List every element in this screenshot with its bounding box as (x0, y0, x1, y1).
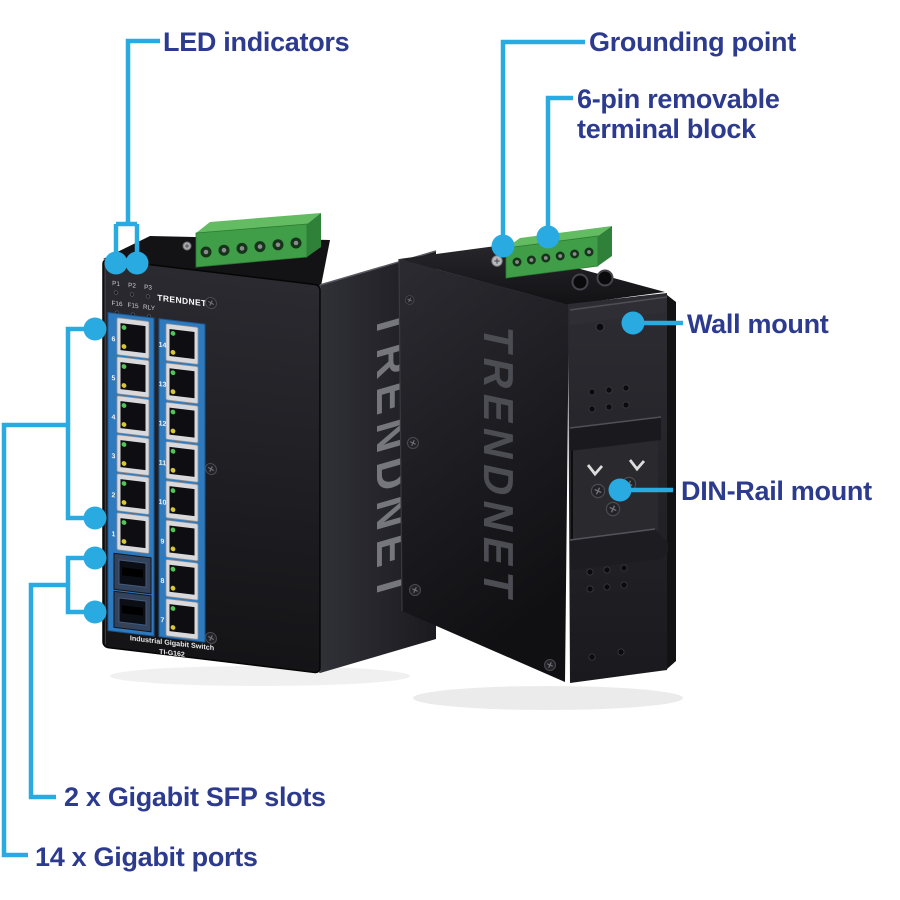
callout-line-terminal (545, 95, 573, 230)
port-number: 4 (112, 414, 116, 421)
din-spring-clip (586, 464, 604, 477)
rj45-port: 10 (159, 480, 199, 522)
port-number: 5 (112, 375, 116, 382)
led-label: P1 (112, 280, 120, 288)
label-led-indicators: LED indicators (163, 27, 350, 57)
callout-dot-din-rail (608, 478, 632, 502)
front-terminal-block (195, 213, 321, 268)
port-number: 12 (159, 420, 167, 428)
led-label: F15 (127, 302, 138, 310)
side-screw (404, 295, 415, 305)
wall-mount-hole (595, 322, 605, 332)
rj45-port: 1 (112, 512, 150, 554)
rj45-port: 14 (159, 323, 199, 365)
ports-column-left: 6 5 4 3 2 1 (112, 317, 150, 554)
wall-mount-flange (667, 295, 676, 669)
front-grounding-screw (182, 241, 192, 251)
label-gigabit-ports: 14 x Gigabit ports (35, 842, 258, 872)
rj45-port: 3 (112, 434, 150, 476)
rj45-port: 9 (161, 519, 199, 562)
led-label: RLY (143, 304, 156, 312)
shadow-rear (413, 686, 683, 710)
port-number: 2 (112, 492, 116, 499)
top-vent (596, 269, 614, 287)
callout-dot-sfp-2 (83, 600, 107, 624)
port-number: 8 (161, 578, 165, 585)
grounding-screw (491, 255, 503, 267)
label-grounding-point: Grounding point (589, 27, 796, 57)
label-terminal-block-line1: 6-pin removable (577, 84, 780, 114)
label-terminal-block: 6-pin removable terminal block (577, 84, 780, 144)
label-din-rail-mount: DIN-Rail mount (681, 476, 872, 506)
rj45-port: 2 (112, 473, 150, 515)
model-number: TI-G162 (159, 649, 185, 659)
rj45-port: 13 (159, 362, 199, 404)
callout-dot-terminal (536, 225, 560, 249)
callout-dot-wall-mount (621, 311, 645, 335)
led-label: P2 (128, 282, 136, 290)
back-plate-top-band (570, 295, 667, 325)
label-wall-mount: Wall mount (687, 309, 829, 339)
rear-switch: TRENDNET (398, 226, 676, 683)
port-number: 11 (159, 460, 166, 468)
rj45-port: 8 (161, 559, 199, 601)
shadow-front (110, 666, 410, 686)
rj45-port: 11 (159, 441, 199, 483)
callout-line-sfp (28, 555, 95, 800)
callout-line-grounding (500, 39, 585, 240)
ports-column-right: 14 13 12 11 10 9 8 7 (159, 323, 199, 640)
port-number: 9 (161, 538, 165, 545)
plate-screw (543, 658, 557, 672)
rj45-port: 12 (159, 401, 199, 444)
din-screw (605, 501, 621, 517)
callout-line-gigabit-ports (1, 326, 95, 858)
label-sfp-slots: 2 x Gigabit SFP slots (64, 782, 326, 812)
label-terminal-block-line2: terminal block (577, 114, 756, 144)
port-number: 7 (161, 617, 165, 624)
rear-switch-top-face (399, 246, 665, 305)
callout-dot-port-bottom (83, 506, 107, 530)
callout-dot-grounding (491, 234, 515, 258)
rj45-port: 5 (112, 356, 150, 398)
din-screw (590, 483, 606, 499)
rear-brand-text: TRENDNET (475, 322, 521, 609)
led-label: P3 (144, 284, 152, 292)
callout-dot-sfp-1 (83, 546, 107, 570)
rj45-port: 4 (112, 395, 150, 437)
port-number: 3 (112, 453, 116, 460)
sfp-slot-1 (113, 552, 152, 595)
din-spring-clip (628, 459, 646, 472)
port-number: 1 (112, 531, 116, 538)
port-number: 14 (159, 342, 167, 350)
top-vent (571, 273, 589, 291)
port-number: 13 (159, 381, 167, 389)
callout-lines (1, 38, 683, 858)
callout-dot-led (104, 251, 128, 275)
callout-dot-led (125, 251, 149, 275)
side-screw (406, 436, 420, 450)
rear-switch-left-face (399, 259, 569, 682)
callout-dot-port-top (83, 317, 107, 341)
rj45-port: 6 (112, 317, 150, 359)
callout-line-led (113, 38, 160, 252)
port-number: 10 (159, 499, 167, 507)
rj45-port: 7 (161, 598, 199, 640)
led-label: F16 (111, 300, 122, 308)
front-switch: TRENDNET P1 P2 P3 F16 F15 RLY TRENDNET (102, 213, 444, 674)
din-rail-bracket (569, 416, 668, 570)
sfp-slot-2 (113, 590, 152, 633)
port-number: 6 (112, 336, 116, 343)
side-screw (408, 583, 422, 597)
